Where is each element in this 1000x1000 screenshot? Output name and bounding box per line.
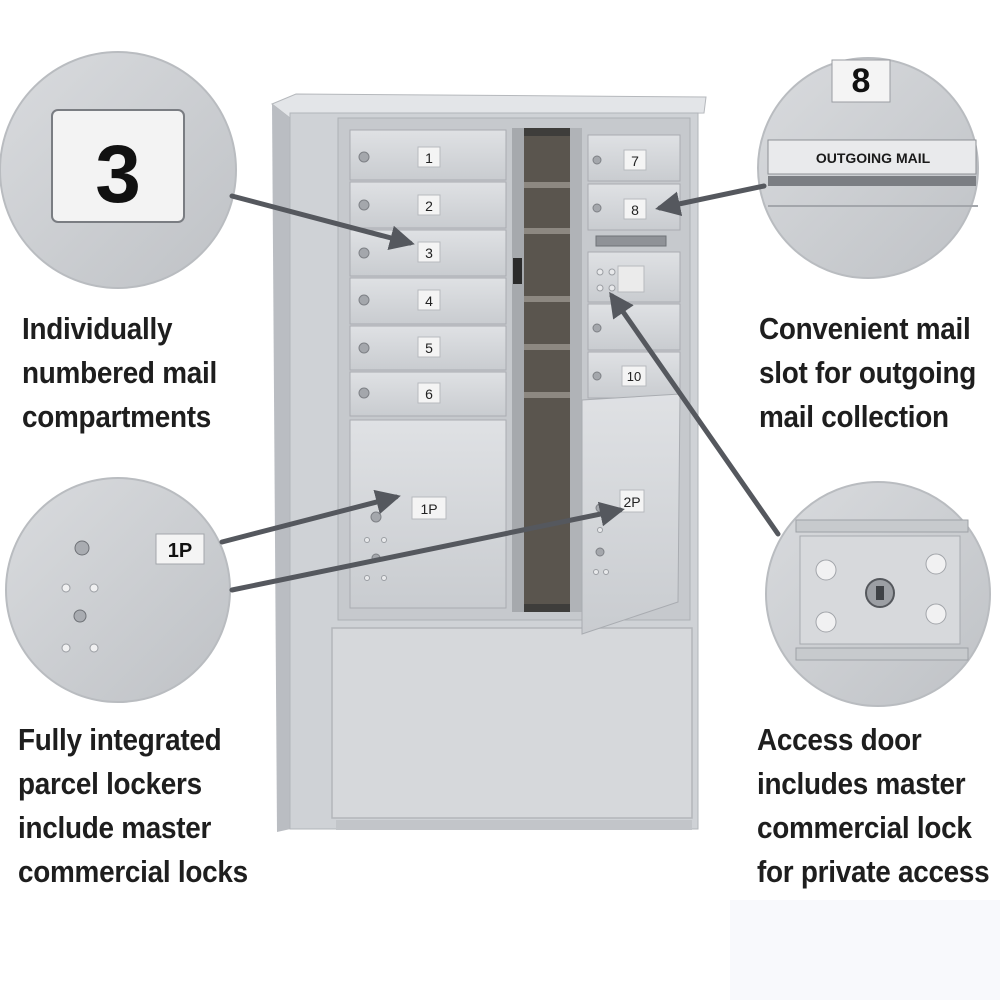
caption-line: compartments [22,399,212,434]
caption-line: commercial locks [18,854,248,889]
compartment-number: 2 [425,198,433,214]
caption-numbered-compartments: Individually numbered mail compartments [22,307,217,439]
pointer-arrows [219,183,781,593]
caption-line: include master [18,810,212,845]
caption-parcel-lockers: Fully integrated parcel lockers include … [18,718,248,894]
zoom-parcel-label: 1P [168,540,192,562]
compartment-number: 1 [425,150,433,166]
parcel-locker-number: 1P [420,501,437,517]
parcel-locker-number: 2P [623,494,640,510]
arrow-to-outgoing-slot [655,183,767,217]
caption-line: mail collection [759,399,949,434]
compartment-number: 8 [631,202,639,218]
caption-line: numbered mail [22,355,217,390]
zoom-number-label: 3 [95,129,141,220]
compartment-number: 7 [631,153,639,169]
compartment-number: 3 [425,245,433,261]
caption-access-door: Access door includes master commercial l… [757,718,990,894]
caption-line: slot for outgoing [759,355,977,390]
zoom-number-label: 8 [852,62,871,100]
caption-line: parcel lockers [18,766,202,801]
outgoing-mail-label: OUTGOING MAIL [816,150,931,166]
arrow-to-access-door [609,291,781,537]
arrow-to-compartment-3 [229,193,415,250]
caption-line: for private access [757,854,990,889]
cluster-mailbox-cabinet: 1 2 3 4 5 6 1P [271,93,707,832]
compartment-number: 10 [627,369,641,384]
compartment-number: 4 [425,293,433,309]
zoom-circle-parcel-locker-lock: 1P [5,477,231,703]
caption-line: Access door [757,722,922,757]
right-compartment-column: 7 8 10 2P [581,134,681,635]
left-compartment-column: 1 2 3 4 5 6 1P [349,129,507,609]
caption-line: Individually [22,311,173,346]
caption-line: Fully integrated [18,722,222,757]
compartment-number: 5 [425,340,433,356]
arrow-to-parcel-2p [229,501,625,593]
zoom-circle-numbered-compartment: 3 [0,51,237,289]
zoom-circle-access-door-lock [765,481,991,707]
zoom-circle-outgoing-mail-slot: 8 OUTGOING MAIL [757,57,979,279]
caption-line: commercial lock [757,810,972,845]
open-access-door-interior [512,128,582,612]
caption-line: includes master [757,766,966,801]
arrow-to-parcel-1p [219,489,401,545]
caption-outgoing-mail: Convenient mail slot for outgoing mail c… [759,307,976,439]
compartment-number: 6 [425,386,433,402]
caption-line: Convenient mail [759,311,971,346]
